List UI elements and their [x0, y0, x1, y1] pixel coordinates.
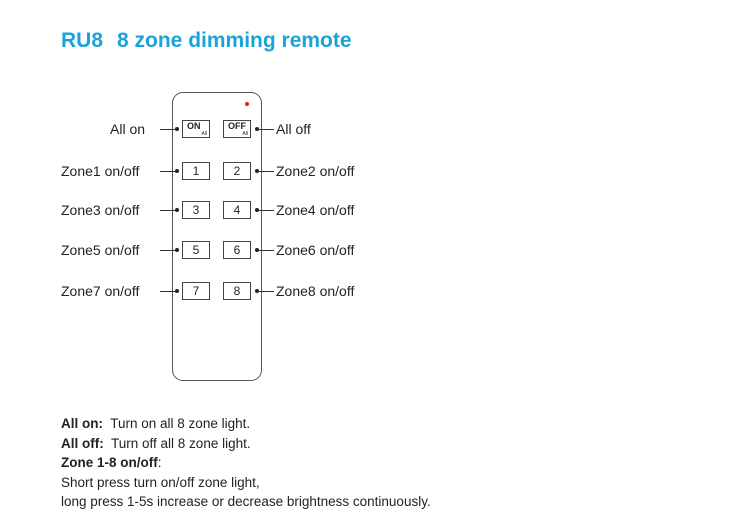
label-zone5: Zone5 on/off: [61, 242, 140, 258]
page-title: RU8 8 zone dimming remote: [61, 29, 352, 53]
note-desc: Turn on all 8 zone light.: [110, 416, 251, 431]
zone3-button[interactable]: 3: [182, 201, 210, 219]
label-zone7: Zone7 on/off: [61, 283, 140, 299]
leader-line: [258, 291, 274, 292]
remote-body: [172, 92, 262, 381]
note-zone-line1: Short press turn on/off zone light,: [61, 474, 260, 490]
zone6-button[interactable]: 6: [223, 241, 251, 259]
leader-dot: [175, 248, 179, 252]
zone5-button[interactable]: 5: [182, 241, 210, 259]
label-zone6: Zone6 on/off: [276, 242, 355, 258]
leader-dot: [175, 289, 179, 293]
leader-line: [160, 129, 178, 130]
product-name: 8 zone dimming remote: [117, 29, 352, 52]
leader-dot: [175, 169, 179, 173]
button-label: OFF: [228, 121, 246, 131]
label-zone8: Zone8 on/off: [276, 283, 355, 299]
leader-dot: [255, 208, 259, 212]
note-zone-line2: long press 1-5s increase or decrease bri…: [61, 494, 431, 509]
leader-line: [258, 250, 274, 251]
note-all-off: All off: Turn off all 8 zone light.: [61, 435, 251, 451]
label-all-on: All on: [110, 121, 146, 137]
led-indicator: [245, 102, 249, 106]
leader-dot: [255, 169, 259, 173]
leader-line: [160, 250, 178, 251]
label-all-off: All off: [276, 121, 311, 137]
zone2-button[interactable]: 2: [223, 162, 251, 180]
leader-dot: [175, 208, 179, 212]
leader-line: [160, 291, 178, 292]
instructions: All on: Turn on all 8 zone light. All of…: [61, 414, 431, 512]
zone8-button[interactable]: 8: [223, 282, 251, 300]
button-sublabel: All: [242, 131, 248, 137]
label-zone1: Zone1 on/off: [61, 163, 140, 179]
note-all-on: All on: Turn on all 8 zone light.: [61, 416, 251, 431]
leader-line: [258, 129, 274, 130]
leader-dot: [255, 289, 259, 293]
leader-line: [160, 171, 178, 172]
zone4-button[interactable]: 4: [223, 201, 251, 219]
note-term: All on: [61, 416, 99, 431]
leader-dot: [175, 127, 179, 131]
leader-dot: [255, 248, 259, 252]
label-zone4: Zone4 on/off: [276, 202, 355, 218]
label-zone3: Zone3 on/off: [61, 202, 140, 218]
note-desc: Turn off all 8 zone light.: [111, 435, 251, 451]
button-sublabel: All: [201, 131, 207, 137]
leader-line: [258, 210, 274, 211]
leader-line: [160, 210, 178, 211]
leader-line: [258, 171, 274, 172]
note-zone: Zone 1-8 on/off:: [61, 455, 162, 470]
note-term: All off: [61, 435, 100, 451]
model-name: RU8: [61, 29, 104, 52]
leader-dot: [255, 127, 259, 131]
label-zone2: Zone2 on/off: [276, 163, 355, 179]
zone7-button[interactable]: 7: [182, 282, 210, 300]
button-label: ON: [187, 121, 201, 131]
zone1-button[interactable]: 1: [182, 162, 210, 180]
note-term: Zone 1-8 on/off: [61, 455, 158, 470]
